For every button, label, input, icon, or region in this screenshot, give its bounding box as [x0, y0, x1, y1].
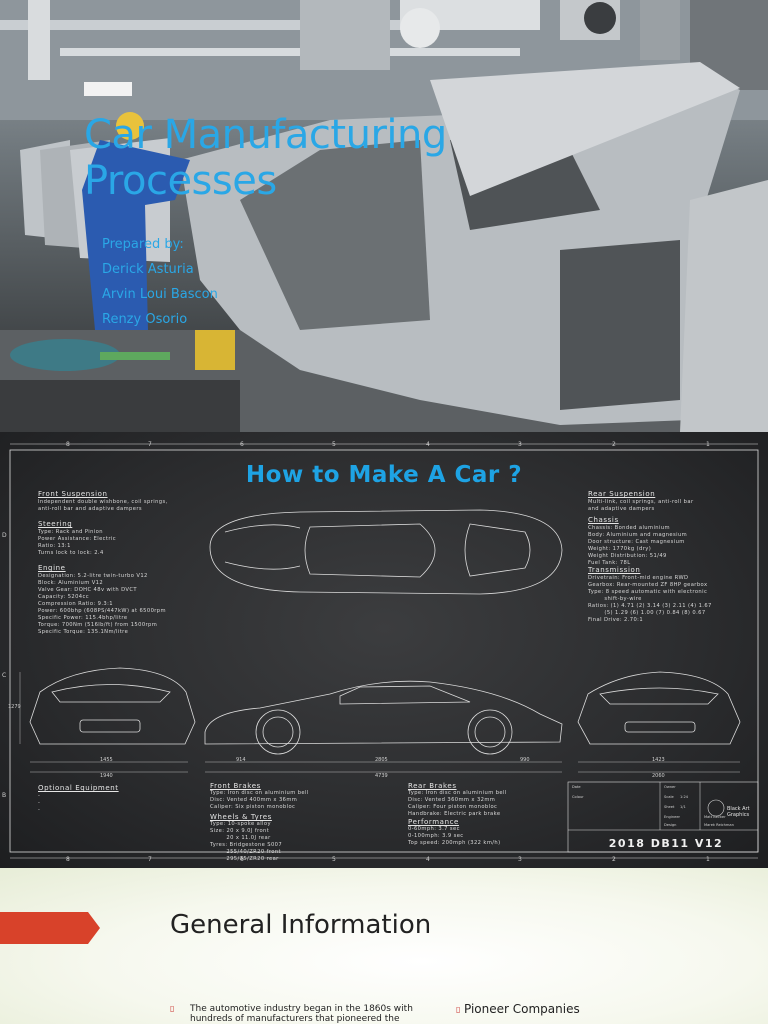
- spec-heading: Front Suspension: [38, 490, 108, 498]
- grid-number: 1: [706, 856, 710, 863]
- author-name: Renzy Osorio: [102, 312, 188, 327]
- spec-text: 0-60mph: 3.7 sec 0-100mph: 3.9 sec Top s…: [408, 826, 501, 846]
- spec-text: Type: 10-spoke alloy Size: 20 x 9.0J fro…: [210, 821, 283, 862]
- spec-heading: Optional Equipment: [38, 784, 119, 792]
- bullet-icon: ▯: [456, 1005, 461, 1014]
- grid-number: 3: [518, 856, 522, 863]
- grid-number: 7: [148, 856, 152, 863]
- credits-list: Prepared by: Derick Asturia Arvin Loui B…: [102, 232, 218, 332]
- blueprint-slide: How to Make A Car ? 8 7 6 5 4 3 2 1 8 7 …: [0, 432, 768, 868]
- title-block-value: 1:24: [680, 795, 689, 799]
- grid-number: 2: [612, 441, 616, 448]
- grid-number: 8: [66, 856, 70, 863]
- dimension-label: 990: [520, 757, 530, 763]
- spec-text: Independent double wishbone, coil spring…: [38, 499, 168, 512]
- spec-heading: Rear Brakes: [408, 782, 457, 790]
- bullet-icon: ▯: [170, 1004, 175, 1013]
- body-text: The automotive industry began in the 186…: [190, 1004, 413, 1024]
- model-name: 2018 DB11 V12: [608, 837, 724, 850]
- grid-number: 8: [66, 441, 70, 448]
- dimension-label: 914: [236, 757, 246, 763]
- general-information-slide: General Information ▯ The automotive ind…: [0, 868, 768, 1024]
- grid-number: 4: [426, 441, 430, 448]
- presentation-title: Car Manufacturing Processes: [84, 112, 447, 204]
- spec-heading: Engine: [38, 564, 66, 572]
- title-block-label: Engineer: [664, 815, 681, 819]
- dimension-label: 1423: [652, 757, 665, 763]
- spec-heading: Transmission: [588, 566, 641, 574]
- factory-photo: [0, 0, 768, 432]
- author-name: Derick Asturia: [102, 262, 194, 277]
- spec-heading: Chassis: [588, 516, 619, 524]
- spec-text: Multi-link, coil springs, anti-roll bar …: [588, 499, 694, 512]
- grid-number: 5: [332, 441, 336, 448]
- grid-number: 1: [706, 441, 710, 448]
- dimension-label: 1940: [100, 773, 113, 779]
- title-block-label: Design: [664, 823, 677, 827]
- spec-text: Designation: 5.2-litre twin-turbo V12 Bl…: [38, 573, 166, 635]
- spec-heading: Rear Suspension: [588, 490, 656, 498]
- spec-heading: Wheels & Tyres: [210, 813, 272, 821]
- grid-number: 2: [612, 856, 616, 863]
- title-block-label: Scale: [664, 795, 674, 799]
- spec-heading: Performance: [408, 818, 459, 826]
- spec-heading: Front Brakes: [210, 782, 261, 790]
- title-block-label: Date: [572, 785, 581, 789]
- brand-logo: Black Art Graphics: [727, 806, 750, 818]
- title-block-value: Marek Reichman: [704, 823, 734, 827]
- spec-text: - - -: [38, 793, 41, 813]
- grid-letter: C: [2, 672, 7, 679]
- blueprint-title: How to Make A Car ?: [245, 462, 523, 488]
- spec-text: Type: Rack and Pinion Power Assistance: …: [38, 529, 116, 556]
- accent-arrow: [0, 912, 100, 944]
- grid-number: 6: [240, 856, 244, 863]
- dimension-label: 2060: [652, 773, 665, 779]
- grid-letter: D: [2, 532, 7, 539]
- title-block-label: Sheet: [664, 805, 675, 809]
- spec-text: Drivetrain: Front-mid engine RWD Gearbox…: [588, 575, 712, 623]
- title-block-label: Owner: [664, 785, 676, 789]
- grid-number: 3: [518, 441, 522, 448]
- spec-text: Type: Iron disc on aluminium bell Disc: …: [408, 790, 507, 817]
- author-name: Arvin Loui Bascon: [102, 287, 218, 302]
- dimension-label: 1279: [8, 704, 21, 710]
- list-item: Pioneer Companies: [464, 1002, 580, 1016]
- prepared-by-label: Prepared by:: [102, 237, 184, 252]
- title-block-value: 1/1: [680, 805, 686, 809]
- car-blueprint-drawing: [9, 443, 759, 859]
- spec-text: Chassis: Bonded aluminium Body: Aluminiu…: [588, 525, 688, 566]
- dimension-label: 1455: [100, 757, 113, 763]
- grid-number: 5: [332, 856, 336, 863]
- title-block-label: Colour: [572, 795, 584, 799]
- grid-number: 7: [148, 441, 152, 448]
- grid-letter: B: [2, 792, 7, 799]
- slide-title: General Information: [170, 910, 432, 940]
- spec-text: Type: Iron disc on aluminium bell Disc: …: [210, 790, 309, 810]
- title-slide: Car Manufacturing Processes Prepared by:…: [0, 0, 768, 432]
- grid-number: 4: [426, 856, 430, 863]
- dimension-label: 2805: [375, 757, 388, 763]
- dimension-label: 4739: [375, 773, 388, 779]
- grid-number: 6: [240, 441, 244, 448]
- title-block-value: Matt Becker: [704, 815, 726, 819]
- spec-heading: Steering: [38, 520, 73, 528]
